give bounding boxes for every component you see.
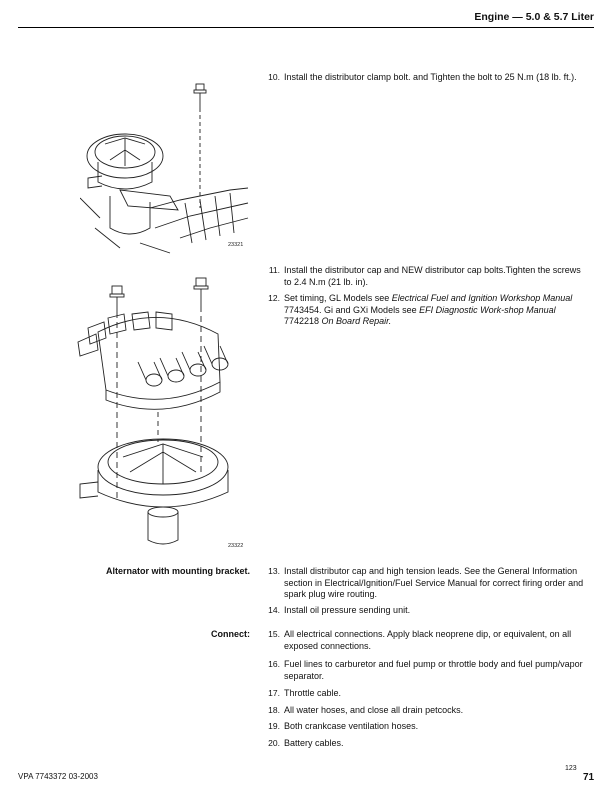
step-16: 16. Fuel lines to carburetor and fuel pu…	[262, 659, 587, 682]
step-text-part: 7743454. Gi and GXi Models see	[284, 304, 420, 315]
step-18: 18. All water hoses, and close all drain…	[262, 705, 587, 717]
step-text: Install the distributor cap and NEW dist…	[284, 265, 581, 287]
alternator-label: Alternator with mounting bracket.	[105, 566, 250, 576]
manual-title: EFI Diagnostic Work-shop Manual	[419, 304, 556, 315]
step-15: 15. All electrical connections. Apply bl…	[262, 629, 587, 652]
step-text: All water hoses, and close all drain pet…	[284, 705, 464, 715]
step-number: 13.	[268, 566, 280, 576]
section-title: On Board Repair.	[321, 316, 392, 327]
step-number: 14.	[268, 605, 280, 615]
step-text: Install oil pressure sending unit.	[284, 605, 411, 615]
step-text-part: Set timing, GL Models see	[284, 293, 392, 303]
step-10: 10. Install the distributor clamp bolt. …	[262, 72, 587, 84]
step-number: 12.	[268, 293, 280, 303]
step-number: 17.	[268, 688, 280, 698]
step-number: 16.	[268, 659, 280, 669]
step-number: 20.	[268, 738, 280, 748]
manual-title: Electrical Fuel and Ignition Workshop Ma…	[391, 293, 573, 303]
step-12: 12. Set timing, GL Models see Electrical…	[262, 293, 587, 328]
document-number: VPA 7743372 03-2003	[18, 772, 98, 781]
step-number: 15.	[268, 629, 280, 639]
step-14: 14. Install oil pressure sending unit.	[262, 605, 587, 617]
step-13: 13. Install distributor cap and high ten…	[262, 566, 587, 601]
step-17: 17. Throttle cable.	[262, 688, 587, 700]
step-text: Battery cables.	[284, 738, 344, 748]
connect-label: Connect:	[211, 629, 250, 639]
step-number: 11.	[268, 265, 280, 275]
step-text: Install distributor cap and high tension…	[284, 566, 584, 600]
step-number: 18.	[268, 705, 280, 715]
figure-number: 23321	[228, 242, 244, 248]
step-text: Set timing, GL Models see Electrical Fue…	[284, 293, 587, 328]
figure-distributor-clamp: 23321	[79, 78, 250, 256]
distributor-clamp-illustration	[79, 83, 249, 254]
step-20: 20. Battery cables.	[262, 738, 587, 750]
step-11: 11. Install the distributor cap and NEW …	[262, 265, 587, 288]
figure-distributor-cap: 23322	[68, 272, 250, 552]
sub-page-number: 123	[565, 765, 577, 772]
header-title: Engine — 5.0 & 5.7 Liter	[474, 11, 594, 23]
step-number: 10.	[268, 72, 280, 82]
step-text: Fuel lines to carburetor and fuel pump o…	[284, 659, 583, 681]
step-19: 19. Both crankcase ventilation hoses.	[262, 721, 587, 733]
step-text: Both crankcase ventilation hoses.	[284, 721, 419, 731]
step-text: All electrical connections. Apply black …	[284, 629, 572, 651]
step-text: Throttle cable.	[284, 688, 342, 698]
page-number: 71	[583, 772, 595, 783]
header-rule	[18, 27, 594, 28]
step-text-part: 7742218	[284, 316, 322, 327]
distributor-cap-illustration	[77, 277, 229, 545]
figure-number: 23322	[228, 543, 244, 549]
step-text: Install the distributor clamp bolt. and …	[284, 72, 577, 82]
step-number: 19.	[268, 721, 280, 731]
